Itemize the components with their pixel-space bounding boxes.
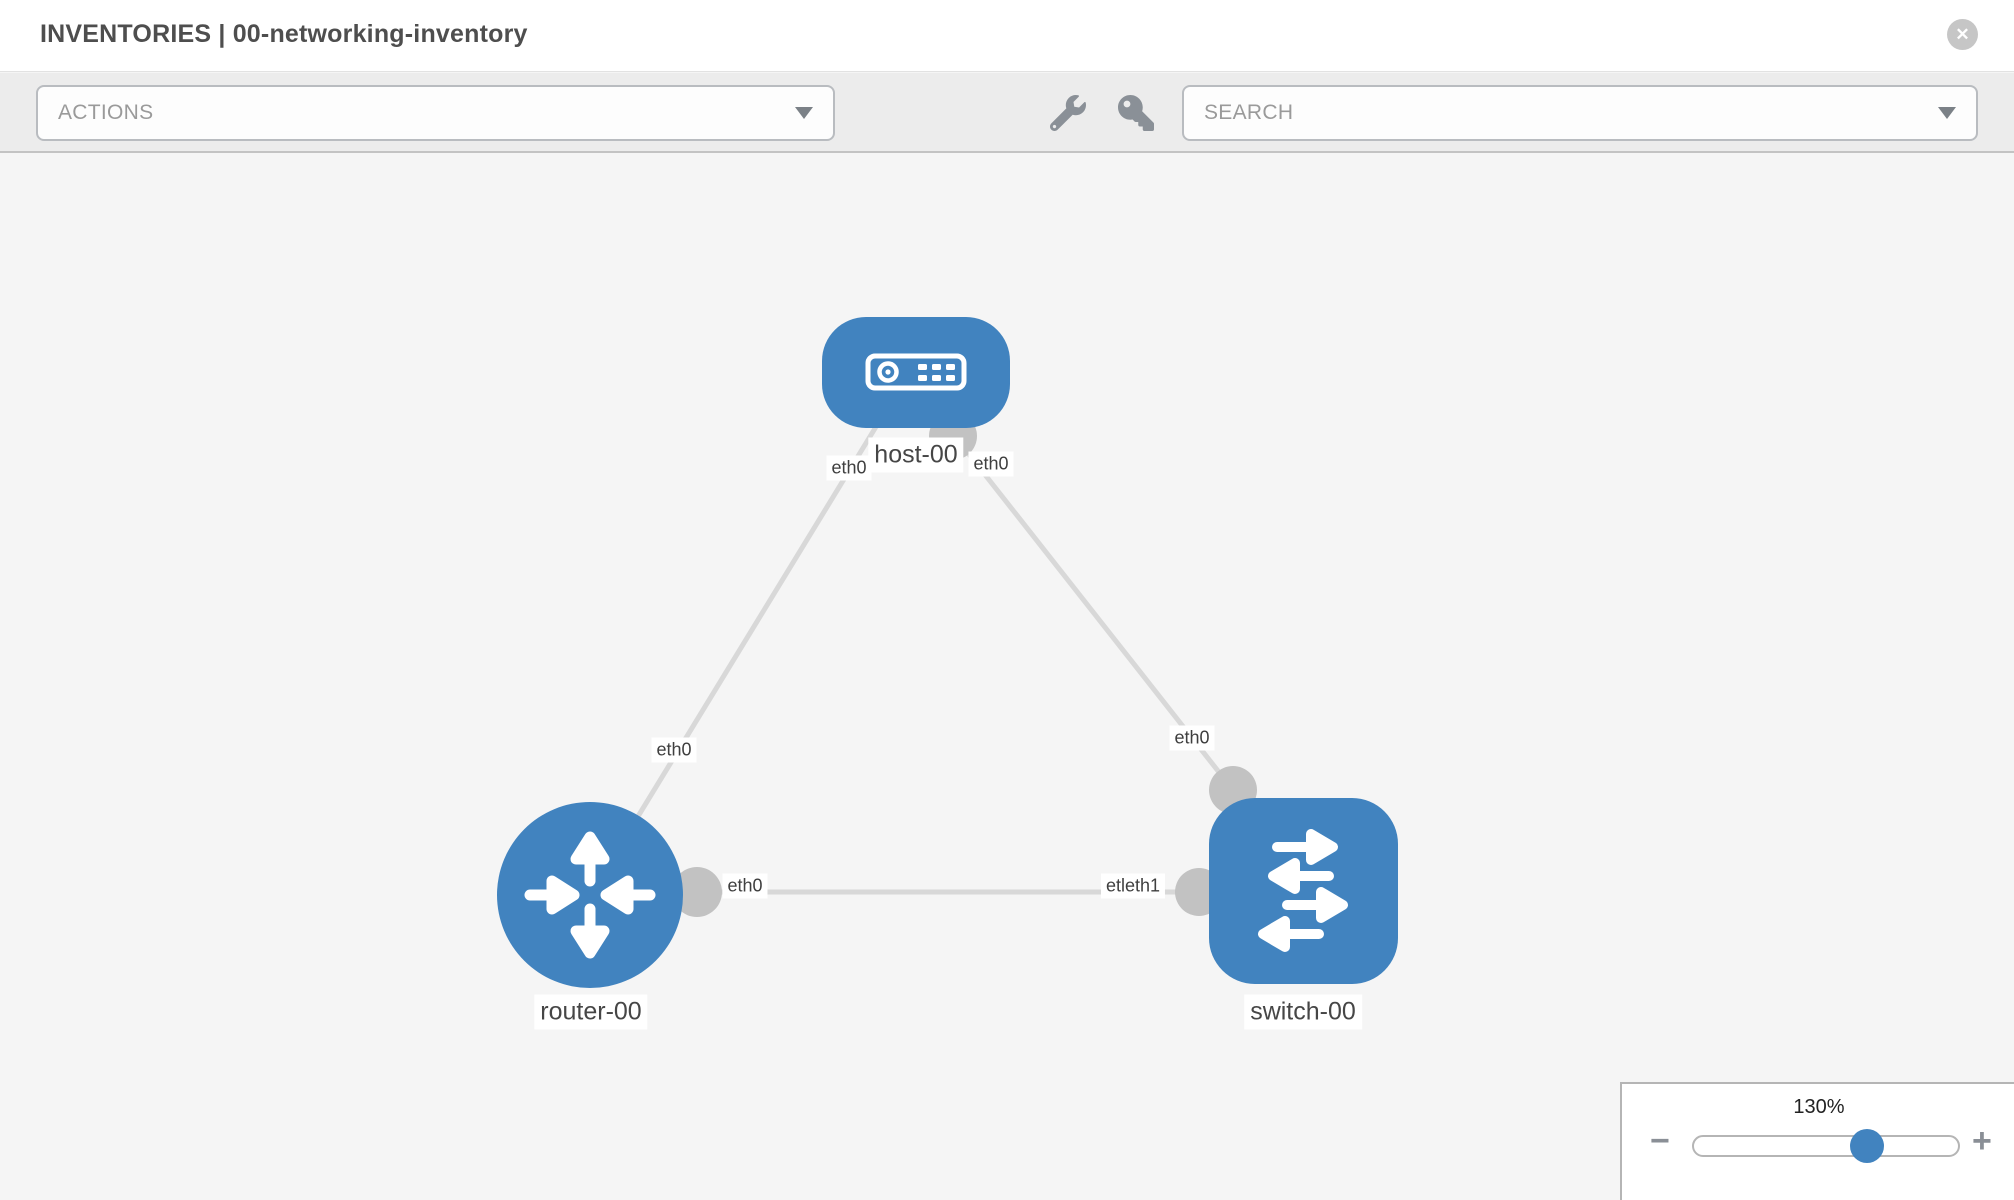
iface-label-host-to-router: eth0 bbox=[826, 455, 872, 481]
zoom-level-value: 130% bbox=[1793, 1096, 1845, 1118]
router-icon bbox=[524, 831, 656, 959]
actions-dropdown[interactable]: ACTIONS bbox=[36, 85, 835, 141]
key-icon[interactable] bbox=[1118, 95, 1154, 131]
zoom-control-panel: 130% − + bbox=[1620, 1082, 2014, 1200]
page-title: INVENTORIES | 00-networking-inventory bbox=[40, 20, 528, 48]
actions-dropdown-label: ACTIONS bbox=[58, 101, 154, 124]
iface-label-router-to-host: eth0 bbox=[651, 737, 697, 763]
close-icon: ✕ bbox=[1955, 25, 1970, 44]
wrench-icon[interactable] bbox=[1049, 95, 1086, 132]
iface-label-host-to-switch: eth0 bbox=[968, 451, 1014, 477]
zoom-out-button[interactable]: − bbox=[1650, 1122, 1670, 1160]
host-icon bbox=[865, 353, 967, 391]
node-switch-00[interactable] bbox=[1209, 798, 1398, 984]
connector-router-eth0[interactable] bbox=[672, 867, 722, 917]
links bbox=[587, 410, 1235, 897]
close-button[interactable]: ✕ bbox=[1947, 19, 1978, 50]
zoom-slider-track[interactable] bbox=[1692, 1129, 1960, 1163]
iface-label-switch-to-host: eth0 bbox=[1169, 725, 1215, 751]
chevron-down-icon bbox=[1938, 107, 1956, 119]
switch-icon bbox=[1258, 829, 1348, 952]
zoom-slider-thumb[interactable] bbox=[1850, 1129, 1884, 1163]
link-host-router[interactable] bbox=[587, 410, 888, 897]
node-label-switch[interactable]: switch-00 bbox=[1244, 994, 1362, 1030]
node-label-host[interactable]: host-00 bbox=[868, 437, 964, 473]
interface-connectors bbox=[672, 412, 1257, 917]
search-placeholder: SEARCH bbox=[1204, 101, 1294, 124]
zoom-in-button[interactable]: + bbox=[1972, 1122, 1992, 1160]
header: INVENTORIES | 00-networking-inventory ✕ bbox=[0, 0, 2014, 72]
topology-canvas[interactable] bbox=[0, 155, 2014, 1200]
chevron-down-icon bbox=[795, 107, 813, 119]
iface-label-router-to-switch: eth0 bbox=[722, 873, 768, 899]
node-router-00[interactable] bbox=[497, 802, 683, 988]
node-label-router[interactable]: router-00 bbox=[534, 994, 648, 1030]
iface-label-switch-to-router: etleth1 bbox=[1100, 873, 1166, 899]
node-host-00[interactable] bbox=[822, 317, 1010, 428]
search-dropdown[interactable]: SEARCH bbox=[1182, 85, 1978, 141]
toolbar: ACTIONS SEARCH bbox=[0, 73, 2014, 153]
